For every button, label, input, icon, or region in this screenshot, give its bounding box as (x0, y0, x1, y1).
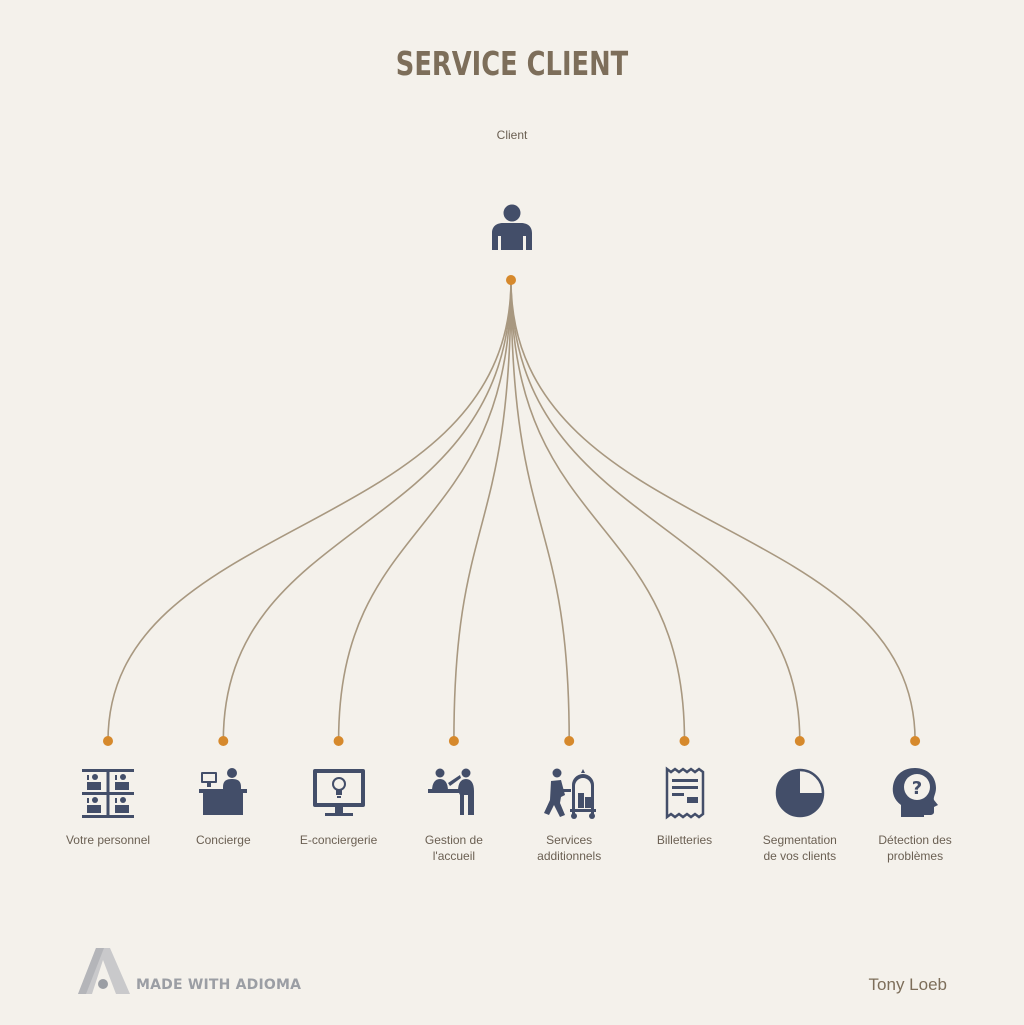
receipt-icon (657, 765, 713, 821)
person-icon (492, 204, 532, 250)
branch-label: Gestion de l'accueil (424, 833, 483, 863)
connector-line (510, 279, 570, 742)
branch-node-dot (564, 736, 575, 746)
connector-line (107, 279, 512, 742)
branch-node-dot (218, 736, 229, 746)
footer-author: Tony Loeb (868, 975, 947, 994)
concierge-desk-icon (195, 765, 251, 821)
branch-label: Détection des problèmes (878, 833, 952, 863)
branch-label: Billetteries (656, 833, 713, 847)
svg-text:?: ? (912, 778, 922, 799)
branch-node-dot (103, 736, 113, 746)
footer-brand: MADE WITH ADIOMA (136, 977, 302, 993)
connector-line (337, 279, 512, 742)
branch-label: Services additionnels (537, 833, 602, 863)
root-label: Client (496, 128, 528, 142)
branch-node-dot (333, 736, 344, 746)
staff-grid-icon (80, 765, 136, 821)
branch-label: E-conciergerie (299, 833, 378, 847)
pie-chart-icon (772, 765, 828, 821)
branch-node-dot (448, 736, 459, 746)
connector-line (510, 279, 801, 742)
bellhop-cart-icon (541, 765, 597, 821)
head-question-icon: ? (887, 765, 943, 821)
branch-node-dot (679, 736, 690, 746)
page-title: SERVICE CLIENT (395, 44, 629, 83)
reception-icon (426, 765, 482, 821)
branch-node-dot (794, 736, 805, 746)
branch-label: Concierge (195, 833, 251, 847)
branch-node-dot (910, 736, 921, 746)
connector-line (222, 279, 512, 742)
connector-line (453, 279, 512, 742)
adioma-logo-icon (78, 948, 130, 994)
root-node-dot (506, 275, 516, 285)
branch-label: Segmentation de vos clients (762, 833, 837, 863)
monitor-lightbulb-icon (311, 765, 367, 821)
branch-label: Votre personnel (65, 833, 151, 847)
connector-line (510, 279, 916, 742)
connector-line (510, 279, 686, 742)
